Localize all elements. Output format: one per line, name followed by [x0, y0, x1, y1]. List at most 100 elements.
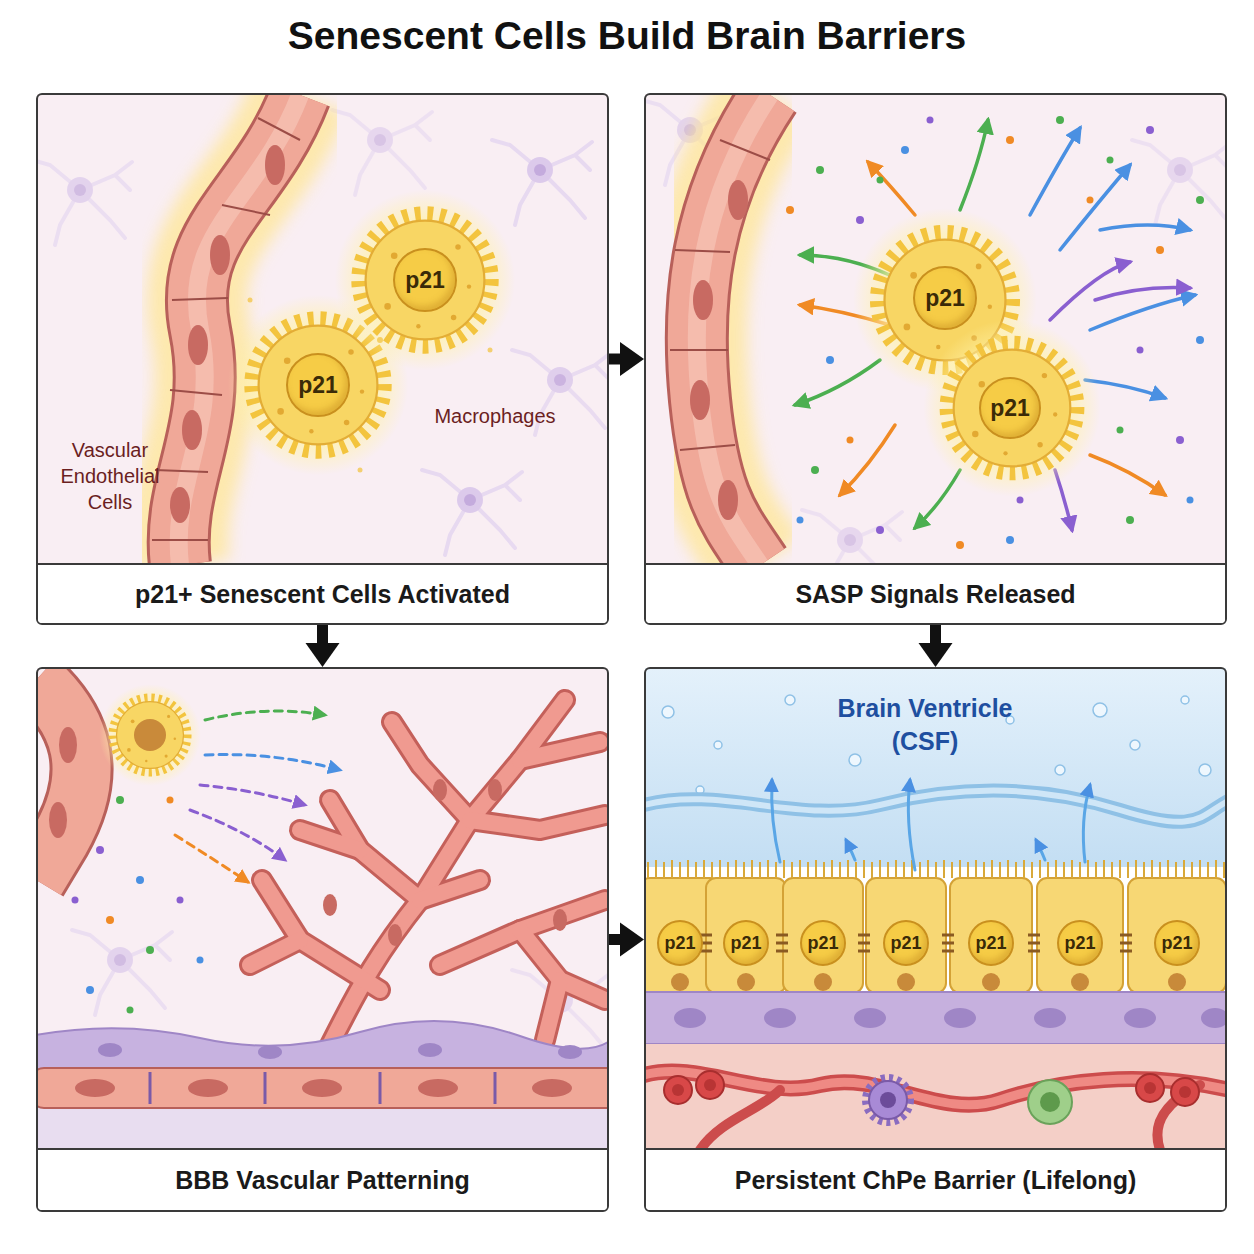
art-shape: [877, 177, 884, 184]
art-shape: [854, 1008, 886, 1028]
art-shape: [1006, 536, 1014, 544]
art-shape: [783, 878, 863, 993]
p21-nucleus: p21: [913, 266, 977, 330]
art-shape: [222, 205, 270, 215]
art-shape: [662, 706, 674, 718]
art-shape: [392, 722, 470, 820]
art-shape: [392, 722, 470, 820]
art-shape: [149, 1072, 152, 1104]
art-shape: [1090, 295, 1195, 330]
art-shape: [697, 95, 770, 565]
art-shape: [880, 1092, 896, 1108]
art-shape: [323, 894, 337, 916]
art-shape: [155, 470, 208, 472]
art-shape: [802, 510, 902, 565]
art-shape: [106, 916, 114, 924]
art-shape: [37, 680, 82, 880]
art-shape: [99, 684, 201, 786]
art-shape: [1037, 878, 1123, 993]
art-shape: [358, 468, 363, 473]
art-shape: [388, 924, 402, 946]
art-shape: [492, 140, 592, 225]
art-shape: [177, 897, 184, 904]
art-shape: [1087, 197, 1094, 204]
art-shape: [182, 410, 202, 450]
art-shape: [1100, 225, 1190, 230]
panel-box: p21+ Senescent Cells Activatedp21p21: [36, 93, 609, 625]
p21-nucleus: p21: [286, 353, 350, 417]
art-shape: [470, 815, 605, 830]
panel-box: SASP Signals Released p21p21: [644, 93, 1227, 625]
p21-nucleus: p21: [657, 920, 703, 966]
art-shape: [205, 711, 325, 720]
caption-box: p21+ Senescent Cells Activated: [38, 563, 607, 623]
art-shape: [1201, 1008, 1226, 1028]
caption-text: BBB Vascular Patterning: [175, 1166, 470, 1195]
p21-nucleus: p21: [979, 377, 1041, 439]
arrow-shaft: [609, 354, 624, 365]
art-shape: [1050, 262, 1130, 320]
art-shape: [262, 880, 380, 990]
art-shape: [96, 846, 104, 854]
art-shape: [1199, 764, 1211, 776]
art-shape: [248, 298, 493, 473]
art-shape: [956, 541, 964, 549]
art-shape: [697, 95, 770, 565]
art-shape: [856, 216, 864, 224]
art-shape: [1130, 740, 1140, 750]
art-shape: [690, 380, 710, 420]
marker-text: p21: [890, 933, 921, 954]
art-shape: [876, 526, 884, 534]
art-shape: [697, 95, 770, 565]
caption-text: SASP Signals Released: [795, 580, 1075, 609]
art-shape: [908, 780, 915, 870]
art-shape: [488, 348, 493, 353]
art-shape: [728, 180, 748, 220]
art-shape: [1176, 436, 1184, 444]
marker-text: p21: [1064, 933, 1095, 954]
art-shape: [714, 741, 722, 749]
art-shape: [558, 1045, 582, 1059]
art-shape: [262, 880, 380, 990]
panel-2-art: [645, 94, 1226, 565]
art-shape: [418, 1079, 458, 1097]
diagram-title: Senescent Cells Build Brain Barriers: [0, 14, 1254, 58]
p21-nucleus: p21: [1057, 920, 1103, 966]
art-shape: [37, 680, 82, 880]
art-shape: [795, 120, 1195, 530]
art-shape: [422, 470, 522, 555]
art-shape: [901, 146, 909, 154]
art-shape: [75, 1079, 115, 1097]
panel-4-art: [645, 668, 1226, 1150]
art-shape: [950, 878, 1032, 993]
art-shape: [847, 437, 854, 444]
art-shape: [927, 117, 934, 124]
art-shape: [1136, 1074, 1164, 1102]
art-shape: [645, 791, 1226, 822]
art-shape: [664, 1076, 692, 1104]
art-shape: [982, 973, 1000, 991]
art-shape: [127, 1007, 134, 1014]
art-shape: [671, 973, 1186, 991]
flow-arrow: [609, 342, 644, 376]
art-shape: [1028, 935, 1040, 951]
arrow-head: [620, 342, 644, 376]
art-shape: [37, 1021, 608, 1072]
art-shape: [265, 145, 285, 185]
art-shape: [1196, 196, 1204, 204]
art-shape: [37, 1068, 608, 1108]
art-shape: [545, 980, 560, 1040]
art-shape: [72, 930, 172, 1015]
art-shape: [532, 1079, 572, 1097]
flow-arrow: [919, 625, 953, 667]
art-shape: [72, 796, 204, 1014]
arrow-shaft: [609, 934, 624, 945]
art-shape: [718, 480, 738, 520]
art-shape: [136, 876, 144, 884]
art-shape: [1168, 973, 1186, 991]
art-shape: [840, 425, 895, 495]
arrow-shaft: [317, 625, 328, 647]
art-shape: [248, 298, 253, 303]
